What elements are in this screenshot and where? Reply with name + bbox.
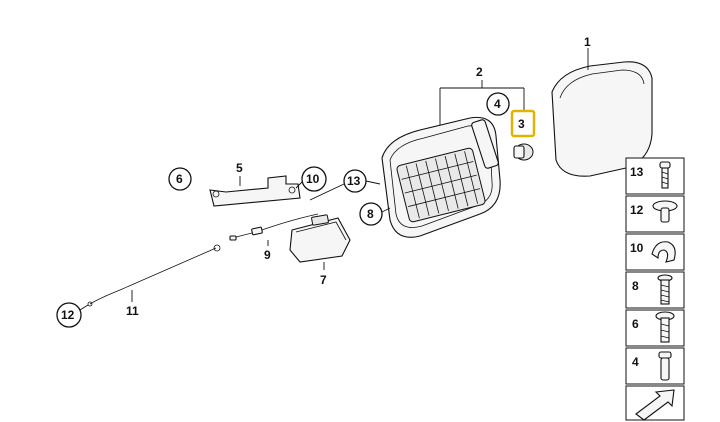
callout-10 (301, 166, 327, 192)
leader-8 (381, 207, 391, 213)
label-10: 10 (306, 172, 320, 186)
label-6: 6 (176, 172, 183, 186)
label-13: 13 (347, 174, 361, 188)
legend-plug-12-icon (652, 200, 678, 223)
legend-label-8: 8 (632, 279, 639, 293)
callout-12 (56, 302, 82, 328)
part-9-cable (229, 213, 319, 241)
legend-pin-4-icon (658, 351, 672, 381)
legend-label-6: 6 (632, 317, 639, 331)
legend-label-12: 12 (630, 203, 644, 217)
legend-label-13: 13 (630, 165, 644, 179)
legend-label-4: 4 (632, 355, 639, 369)
label-5: 5 (236, 161, 243, 175)
part-7-actuator (289, 214, 351, 263)
label-7: 7 (320, 273, 327, 287)
legend-label-10: 10 (630, 241, 644, 255)
legend-row-4 (625, 347, 685, 385)
part-fuel-flap-cover (551, 61, 653, 177)
legend-column: 13 12 10 8 6 (625, 157, 685, 421)
label-11: 11 (126, 304, 139, 318)
leader-13 (365, 180, 381, 185)
legend-screw-8-icon (657, 274, 673, 305)
legend-row-12 (625, 195, 685, 233)
label-1: 1 (584, 35, 591, 49)
label-4: 4 (494, 97, 501, 111)
legend-bolt-6-icon (655, 311, 675, 343)
leader-10 (295, 181, 303, 189)
callout-6 (168, 167, 192, 191)
part-3-plug (513, 143, 534, 161)
part-11-cable (87, 244, 221, 307)
callout-8 (359, 202, 383, 226)
legend-screw-13-icon (659, 161, 671, 189)
legend-clip-10-icon (651, 241, 676, 263)
label-8: 8 (367, 207, 374, 221)
leader-13b (309, 183, 345, 201)
label-12: 12 (61, 308, 75, 322)
leader-12 (79, 304, 89, 311)
callout-4 (486, 92, 510, 116)
part-fuel-filler-housing (381, 116, 501, 238)
label-9: 9 (264, 248, 271, 262)
legend-row-13 (625, 157, 685, 195)
label-2: 2 (476, 65, 483, 79)
part-5-bracket (209, 175, 301, 207)
legend-row-8 (625, 271, 685, 309)
callout-3-highlight (510, 109, 536, 138)
leader-2-bracket (439, 80, 525, 128)
legend-arrow-icon (635, 389, 675, 421)
label-3: 3 (518, 117, 525, 131)
